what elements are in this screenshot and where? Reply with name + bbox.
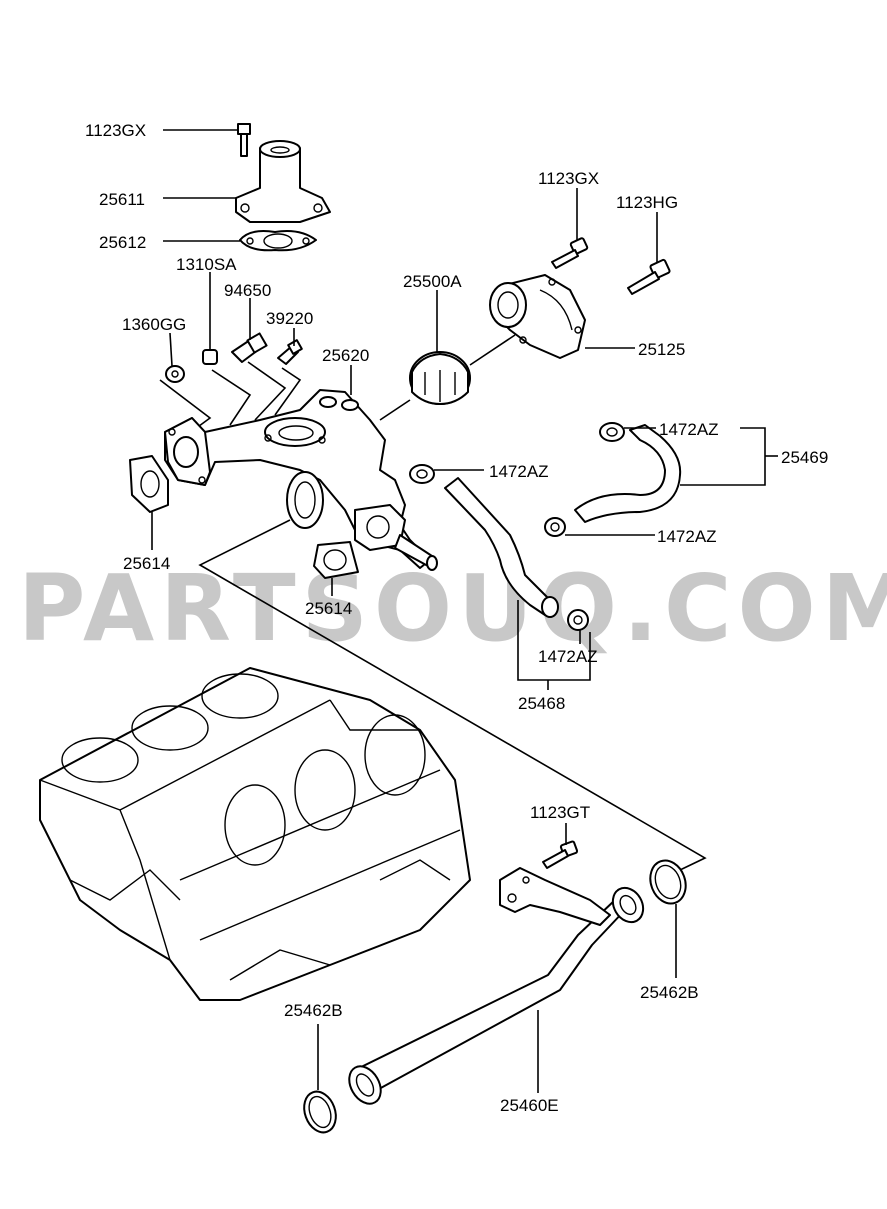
gasket-left <box>129 455 169 513</box>
label-pipe[interactable]: 25460E <box>500 1096 559 1115</box>
label-hose-mid[interactable]: 25468 <box>518 694 565 713</box>
label-thermostat[interactable]: 25500A <box>403 272 462 291</box>
leader-lines <box>151 129 778 1093</box>
label-clamp-3[interactable]: 1472AZ <box>657 527 717 546</box>
label-outlet-gasket[interactable]: 25612 <box>99 233 146 252</box>
label-hose-right[interactable]: 25469 <box>781 448 828 467</box>
assembly-line <box>198 519 707 871</box>
label-bolt-right-1[interactable]: 1123GX <box>538 169 599 188</box>
label-housing[interactable]: 25125 <box>638 340 685 359</box>
clamp-3 <box>544 517 566 537</box>
label-sensor[interactable]: 39220 <box>266 309 313 328</box>
outlet-gasket <box>239 230 317 252</box>
bolt-right-1 <box>551 237 589 269</box>
label-oring-right[interactable]: 25462B <box>640 983 699 1002</box>
clamp-4 <box>567 609 589 631</box>
bolt-pipe <box>542 840 579 869</box>
label-plug[interactable]: 1310SA <box>176 255 237 274</box>
label-bolt-right-2[interactable]: 1123HG <box>616 193 678 212</box>
outlet-fitting <box>235 140 331 223</box>
label-bolt-top[interactable]: 1123GX <box>85 121 146 140</box>
water-pipe <box>348 867 645 1105</box>
bolt-top <box>237 123 251 157</box>
watermark: PARTSOUQ.COM <box>18 555 887 662</box>
label-gasket-left[interactable]: 25614 <box>123 554 170 573</box>
label-washer[interactable]: 1360GG <box>122 315 186 334</box>
oring-right <box>649 859 687 905</box>
plug-part <box>202 349 218 365</box>
label-gasket-bottom[interactable]: 25614 <box>305 599 352 618</box>
water-manifold <box>164 389 438 571</box>
clamp-1 <box>599 422 625 442</box>
sender-part <box>231 332 268 363</box>
engine-block <box>39 667 471 1001</box>
washer-part <box>165 365 185 383</box>
hose-mid <box>444 477 559 618</box>
label-clamp-4[interactable]: 1472AZ <box>538 647 598 666</box>
label-oring-left[interactable]: 25462B <box>284 1001 343 1020</box>
thermostat-housing <box>489 274 586 359</box>
label-manifold[interactable]: 25620 <box>322 346 369 365</box>
gasket-bottom <box>313 541 359 579</box>
label-outlet-fitting[interactable]: 25611 <box>99 190 145 209</box>
bolt-right-2 <box>627 258 671 295</box>
oring-left <box>303 1090 337 1134</box>
clamp-2 <box>409 464 435 484</box>
sensor-part <box>277 339 303 365</box>
label-sender[interactable]: 94650 <box>224 281 271 300</box>
label-clamp-2[interactable]: 1472AZ <box>489 462 549 481</box>
part-labels: 1123GX 25611 25612 1310SA 94650 39220 13… <box>85 121 828 1115</box>
label-bolt-pipe[interactable]: 1123GT <box>530 803 590 822</box>
thermostat <box>409 351 471 405</box>
hose-right <box>574 424 682 523</box>
label-clamp-1[interactable]: 1472AZ <box>659 420 719 439</box>
